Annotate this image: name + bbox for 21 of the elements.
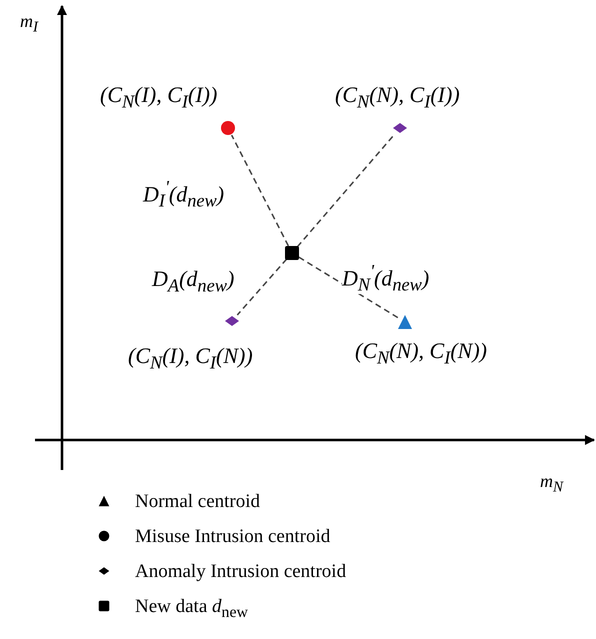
edge-label: D$_{N}$$^{'}$(d$_{new}$) <box>342 262 430 294</box>
legend-text: Normal centroid <box>135 492 260 511</box>
axis-label: m$_{I}$ <box>20 12 38 36</box>
dashed-line <box>236 258 288 316</box>
edge-label: D$_{A}$(d$_{new}$) <box>152 268 234 295</box>
coordinate-label: (C$_{N}$(I), C$_{I}$(N)) <box>128 345 253 372</box>
legend-text: Anomaly Intrusion centroid <box>135 562 346 581</box>
dashed-line <box>296 134 396 248</box>
box-marker <box>284 245 300 261</box>
triangle-marker <box>397 314 413 330</box>
coordinate-label: (C$_{N}$(N), C$_{I}$(I)) <box>335 84 460 111</box>
legend-text: Misuse Intrusion centroid <box>135 527 330 546</box>
coordinate-label: (C$_{N}$(I), C$_{I}$(I)) <box>100 84 218 111</box>
circle-marker <box>220 120 236 136</box>
dashed-line <box>230 134 290 246</box>
diamond-marker <box>392 120 408 136</box>
legend-text: New data d$_{new}$ <box>135 597 248 621</box>
dashed-line <box>298 256 399 318</box>
coordinate-label: (C$_{N}$(N), C$_{I}$(N)) <box>355 340 487 367</box>
axis-label: m$_{N}$ <box>540 472 564 496</box>
diamond-marker <box>224 313 240 329</box>
